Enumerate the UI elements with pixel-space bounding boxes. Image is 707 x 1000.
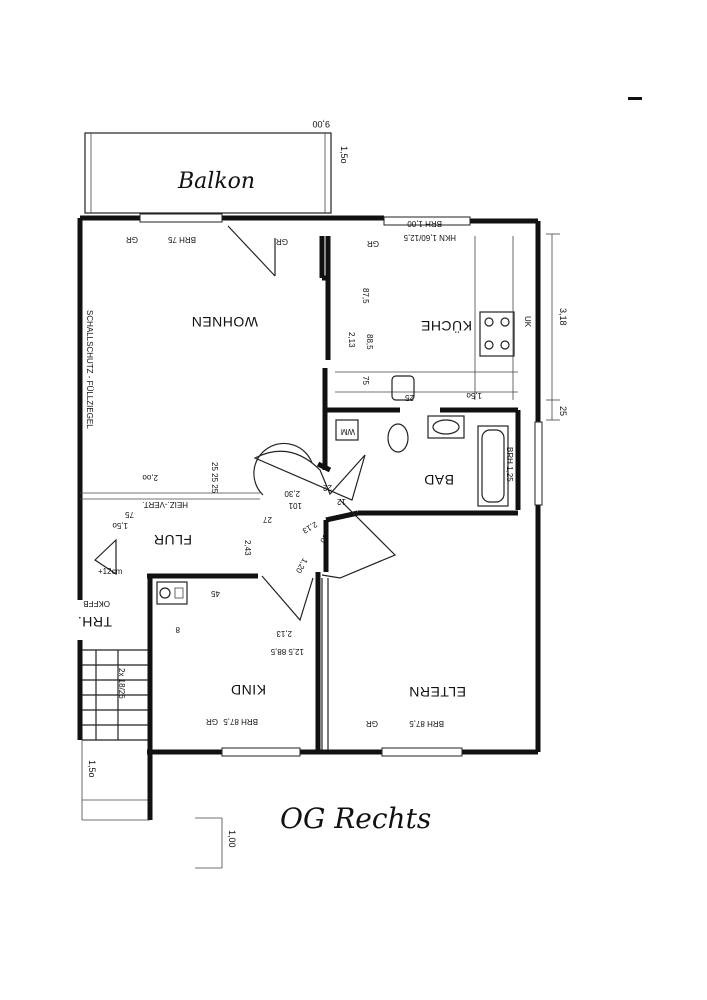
left-dim-1-5o: 1,5o	[87, 760, 97, 778]
room-kueche: KÜCHE	[420, 318, 472, 335]
dim-88-5: 88,5	[365, 334, 374, 350]
dim-1-5o: 1,5o	[466, 391, 482, 400]
dim-kueche-hkn: HKN 1,60/12,5	[403, 233, 456, 242]
stair-label: 2x 18/26	[117, 668, 126, 699]
room-flur: FLUR	[153, 532, 192, 548]
dim-gr-1: GR	[126, 235, 138, 244]
kitchen-fixtures	[335, 236, 518, 401]
dim-75: 75	[361, 376, 370, 385]
dim-bad-window: BRH 1,25	[505, 447, 514, 482]
trh-label: TRH.	[77, 614, 112, 630]
dim-kueche-top: BRH 1,00	[407, 219, 442, 228]
dim-eltern-window: BRH 87,5	[409, 719, 444, 728]
dim-kind-45: 45	[211, 589, 220, 598]
right-dim-3-18: 3,18	[558, 308, 568, 326]
dim-87-5: 87,5	[361, 288, 370, 304]
dim-2-13b: 2,13	[300, 520, 318, 536]
dim-flur-75: 75	[125, 510, 134, 519]
dim-gr-kind: GR	[206, 717, 218, 726]
dim-gr-3: GR	[367, 239, 379, 248]
dim-wohnen-window: BRH 75	[167, 235, 196, 244]
dim-kind-8: 8	[175, 625, 180, 634]
right-dim-25: 25	[558, 406, 568, 416]
dim-gr-2: GR	[276, 237, 288, 246]
dim-27: 27	[263, 515, 272, 524]
dim-kind-88: 12,5 88,5	[270, 647, 304, 656]
corner-mark	[628, 97, 642, 100]
room-wohnen: WOHNEN	[191, 314, 258, 330]
balkon-depth: 1,5o	[339, 146, 349, 164]
balkon-width: 9,00	[312, 119, 330, 129]
balkon: Balkon 9,00 1,5o	[84, 119, 349, 214]
dim-25-25-25: 25 25 25	[210, 462, 219, 494]
outer-walls	[77, 215, 541, 820]
dim-2-43: 2,43	[243, 540, 252, 556]
dim-80: 80	[318, 532, 331, 545]
windows	[139, 213, 543, 757]
room-eltern: ELTERN	[409, 684, 466, 700]
okffb-label: OKFFB	[83, 599, 110, 608]
room-kind: KIND	[231, 682, 266, 698]
dim-kind-2-13: 2,13	[276, 629, 292, 638]
bottom-dimension: 1,00	[195, 817, 237, 869]
dim-22: 22	[323, 483, 332, 492]
dim-flur-12cm: +12cm	[98, 567, 123, 576]
uk-label: UK	[523, 316, 532, 328]
bathroom-fixtures: WM	[335, 415, 509, 507]
dim-flur-1-5o: 1,5o	[112, 521, 128, 530]
dim-gr-eltern: GR	[366, 719, 378, 728]
right-dimension: 3,18 25	[546, 233, 568, 421]
staircase: 2x 18/26 TRH. OKFFB 1,5o	[77, 599, 150, 821]
dim-12: 12	[337, 497, 346, 506]
doors	[94, 225, 397, 622]
room-bad: BAD	[424, 472, 454, 488]
bottom-dim-1-00: 1,00	[227, 830, 237, 848]
dim-2-13: 2,13	[347, 332, 356, 348]
interior-walls	[80, 236, 521, 752]
dim-1-20: 1,20	[294, 557, 310, 575]
dim-kind-window: BRH 87,5	[223, 717, 258, 726]
schallschutz-label: SCHALLSCHUTZ - FÜLLZIEGEL	[85, 310, 94, 429]
dim-101: 101	[288, 501, 302, 510]
balkon-label: Balkon	[177, 169, 255, 194]
caption: OG Rechts	[280, 802, 431, 835]
wm-label: WM	[340, 427, 355, 436]
kind-fixtures	[156, 581, 188, 605]
heiz-vert-label: HEIZ.-VERT.	[142, 500, 188, 509]
dim-2-30: 2,30	[284, 489, 300, 498]
dim-wohnen-bottom: 2,oo	[142, 473, 158, 482]
dim-25: 25	[405, 393, 414, 402]
